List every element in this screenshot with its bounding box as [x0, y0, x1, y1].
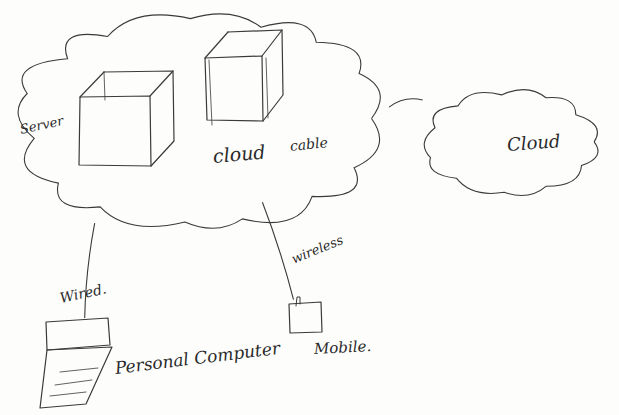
- server-cube: [79, 71, 174, 166]
- cloud-shape: cloud Server: [5, 5, 395, 237]
- cloud-outline-path: [18, 14, 380, 228]
- device-label: Mobile.: [314, 337, 372, 358]
- link-line: [85, 223, 95, 318]
- link-label: wireless: [289, 232, 345, 266]
- link-label: cable: [289, 134, 328, 154]
- device-node: Personal Computer: [40, 318, 275, 410]
- mobile-icon: [289, 297, 322, 333]
- link-line: [389, 99, 423, 107]
- device-node: Mobile.: [284, 296, 379, 368]
- device-label: Personal Computer: [114, 338, 281, 378]
- server-cube: [205, 30, 283, 125]
- device-node: Server: [18, 60, 163, 175]
- cloud-shape: Cloud: [415, 82, 607, 202]
- cloud-label: cloud: [212, 140, 266, 166]
- laptop-icon: [40, 318, 112, 408]
- cloud-label: Cloud: [506, 130, 561, 155]
- link-line: [262, 202, 293, 299]
- device-label: Server: [18, 113, 64, 137]
- link-label: Wired.: [58, 280, 107, 305]
- cloud-outline: [5, 5, 395, 237]
- cloud-outline-path: [424, 90, 598, 196]
